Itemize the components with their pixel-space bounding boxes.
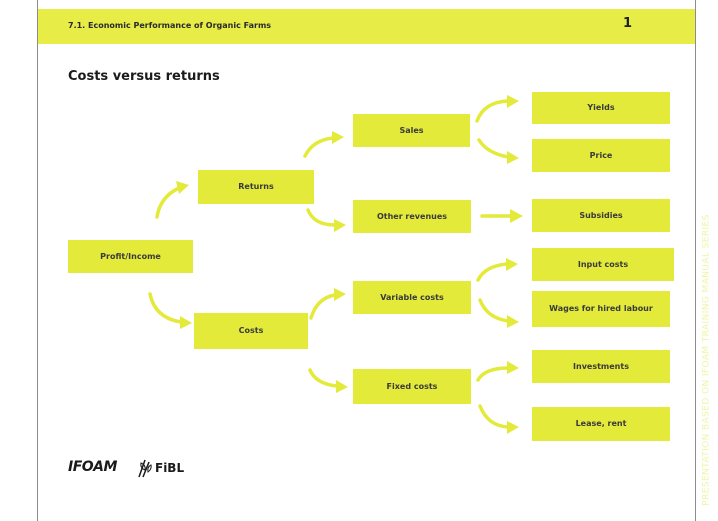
- header-bar: [38, 9, 695, 44]
- node-profit-income: Profit/Income: [68, 240, 193, 273]
- node-price: Price: [532, 139, 670, 172]
- node-investments: Investments: [532, 350, 670, 383]
- ifoam-logo: IFOAM: [68, 459, 117, 475]
- node-costs: Costs: [194, 313, 308, 349]
- fibl-logo-text: FiBL: [155, 461, 185, 475]
- node-variable-costs: Variable costs: [353, 281, 471, 314]
- header-title: 7.1. Economic Performance of Organic Far…: [68, 21, 272, 30]
- node-returns: Returns: [198, 170, 314, 204]
- node-sales: Sales: [353, 114, 470, 147]
- node-other-revenues: Other revenues: [353, 200, 471, 233]
- side-text-container: PRESENTATION BASED ON IFOAM TRAINING MAN…: [696, 214, 718, 506]
- fibl-leaf-icon: [138, 459, 152, 478]
- side-text: PRESENTATION BASED ON IFOAM TRAINING MAN…: [702, 214, 712, 506]
- slide-heading: Costs versus returns: [68, 69, 220, 84]
- node-input-costs: Input costs: [532, 248, 674, 281]
- node-subsidies: Subsidies: [532, 199, 670, 232]
- node-wages-hired-labour: Wages for hired labour: [532, 291, 670, 327]
- fibl-logo: FiBL: [136, 458, 184, 478]
- node-lease-rent: Lease, rent: [532, 407, 670, 441]
- node-yields: Yields: [532, 92, 670, 124]
- node-fixed-costs: Fixed costs: [353, 369, 471, 404]
- page-number: 1: [623, 16, 633, 31]
